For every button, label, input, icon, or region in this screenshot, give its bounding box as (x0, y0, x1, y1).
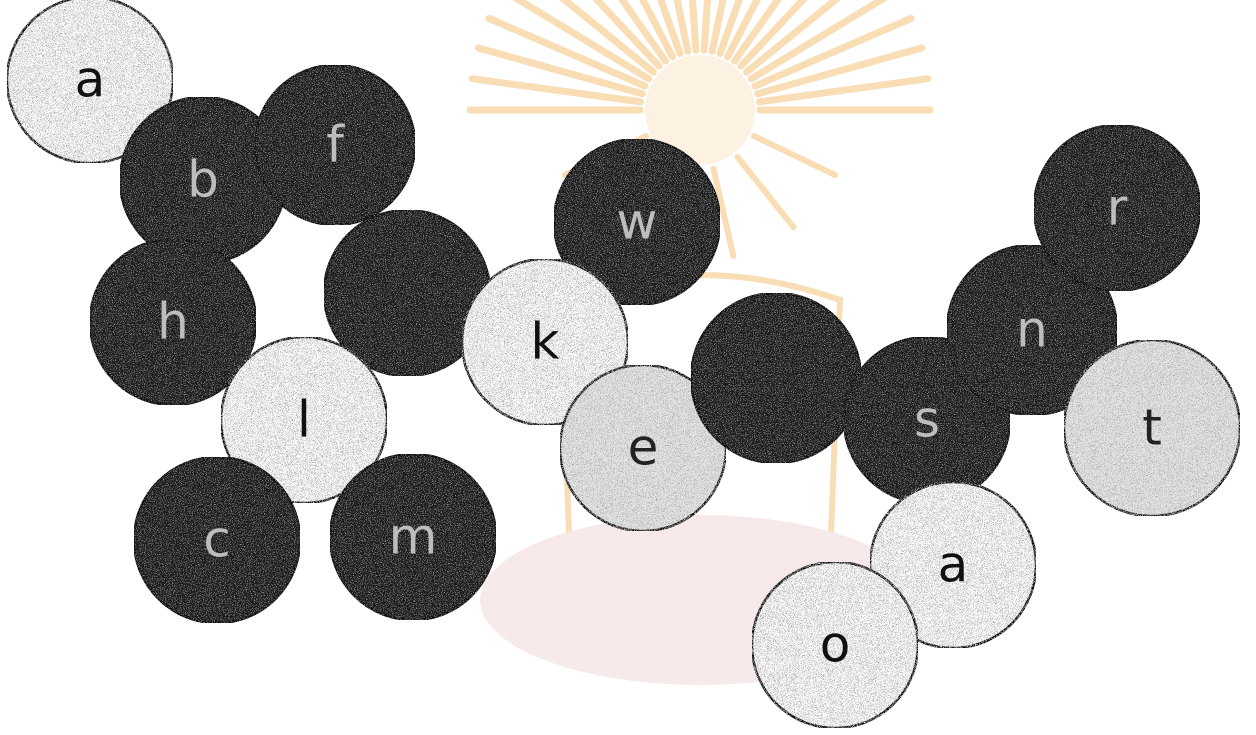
watermark-ray (472, 79, 640, 102)
ball-label: f (326, 116, 345, 174)
ball-r: r (1034, 125, 1200, 291)
ball-m: m (330, 454, 496, 620)
watermark-ray (737, 157, 793, 227)
ball-label: l (297, 391, 311, 449)
ball-label: t (1142, 399, 1162, 457)
ball-label: b (187, 151, 219, 209)
ball-label: n (1016, 301, 1048, 359)
ball-t: t (1064, 340, 1240, 516)
ball-label: a (75, 51, 106, 109)
ball-label: a (938, 536, 969, 594)
ball-circle (691, 293, 861, 463)
ball-label: m (389, 508, 438, 566)
ball-label: h (157, 293, 189, 351)
ball-label: e (628, 419, 659, 477)
ball-label: r (1107, 179, 1128, 237)
ball-label: o (820, 616, 851, 674)
watermark-ray (754, 136, 835, 175)
watermark-ray (759, 79, 927, 102)
ball-f: f (255, 65, 415, 225)
ball-label: c (203, 511, 231, 569)
ball-dark-mid (691, 293, 861, 463)
ball-o: o (752, 562, 918, 728)
ball-label: w (617, 193, 658, 251)
ball-c: c (134, 457, 300, 623)
ball-label: s (914, 391, 940, 449)
ball-label: k (531, 313, 560, 371)
